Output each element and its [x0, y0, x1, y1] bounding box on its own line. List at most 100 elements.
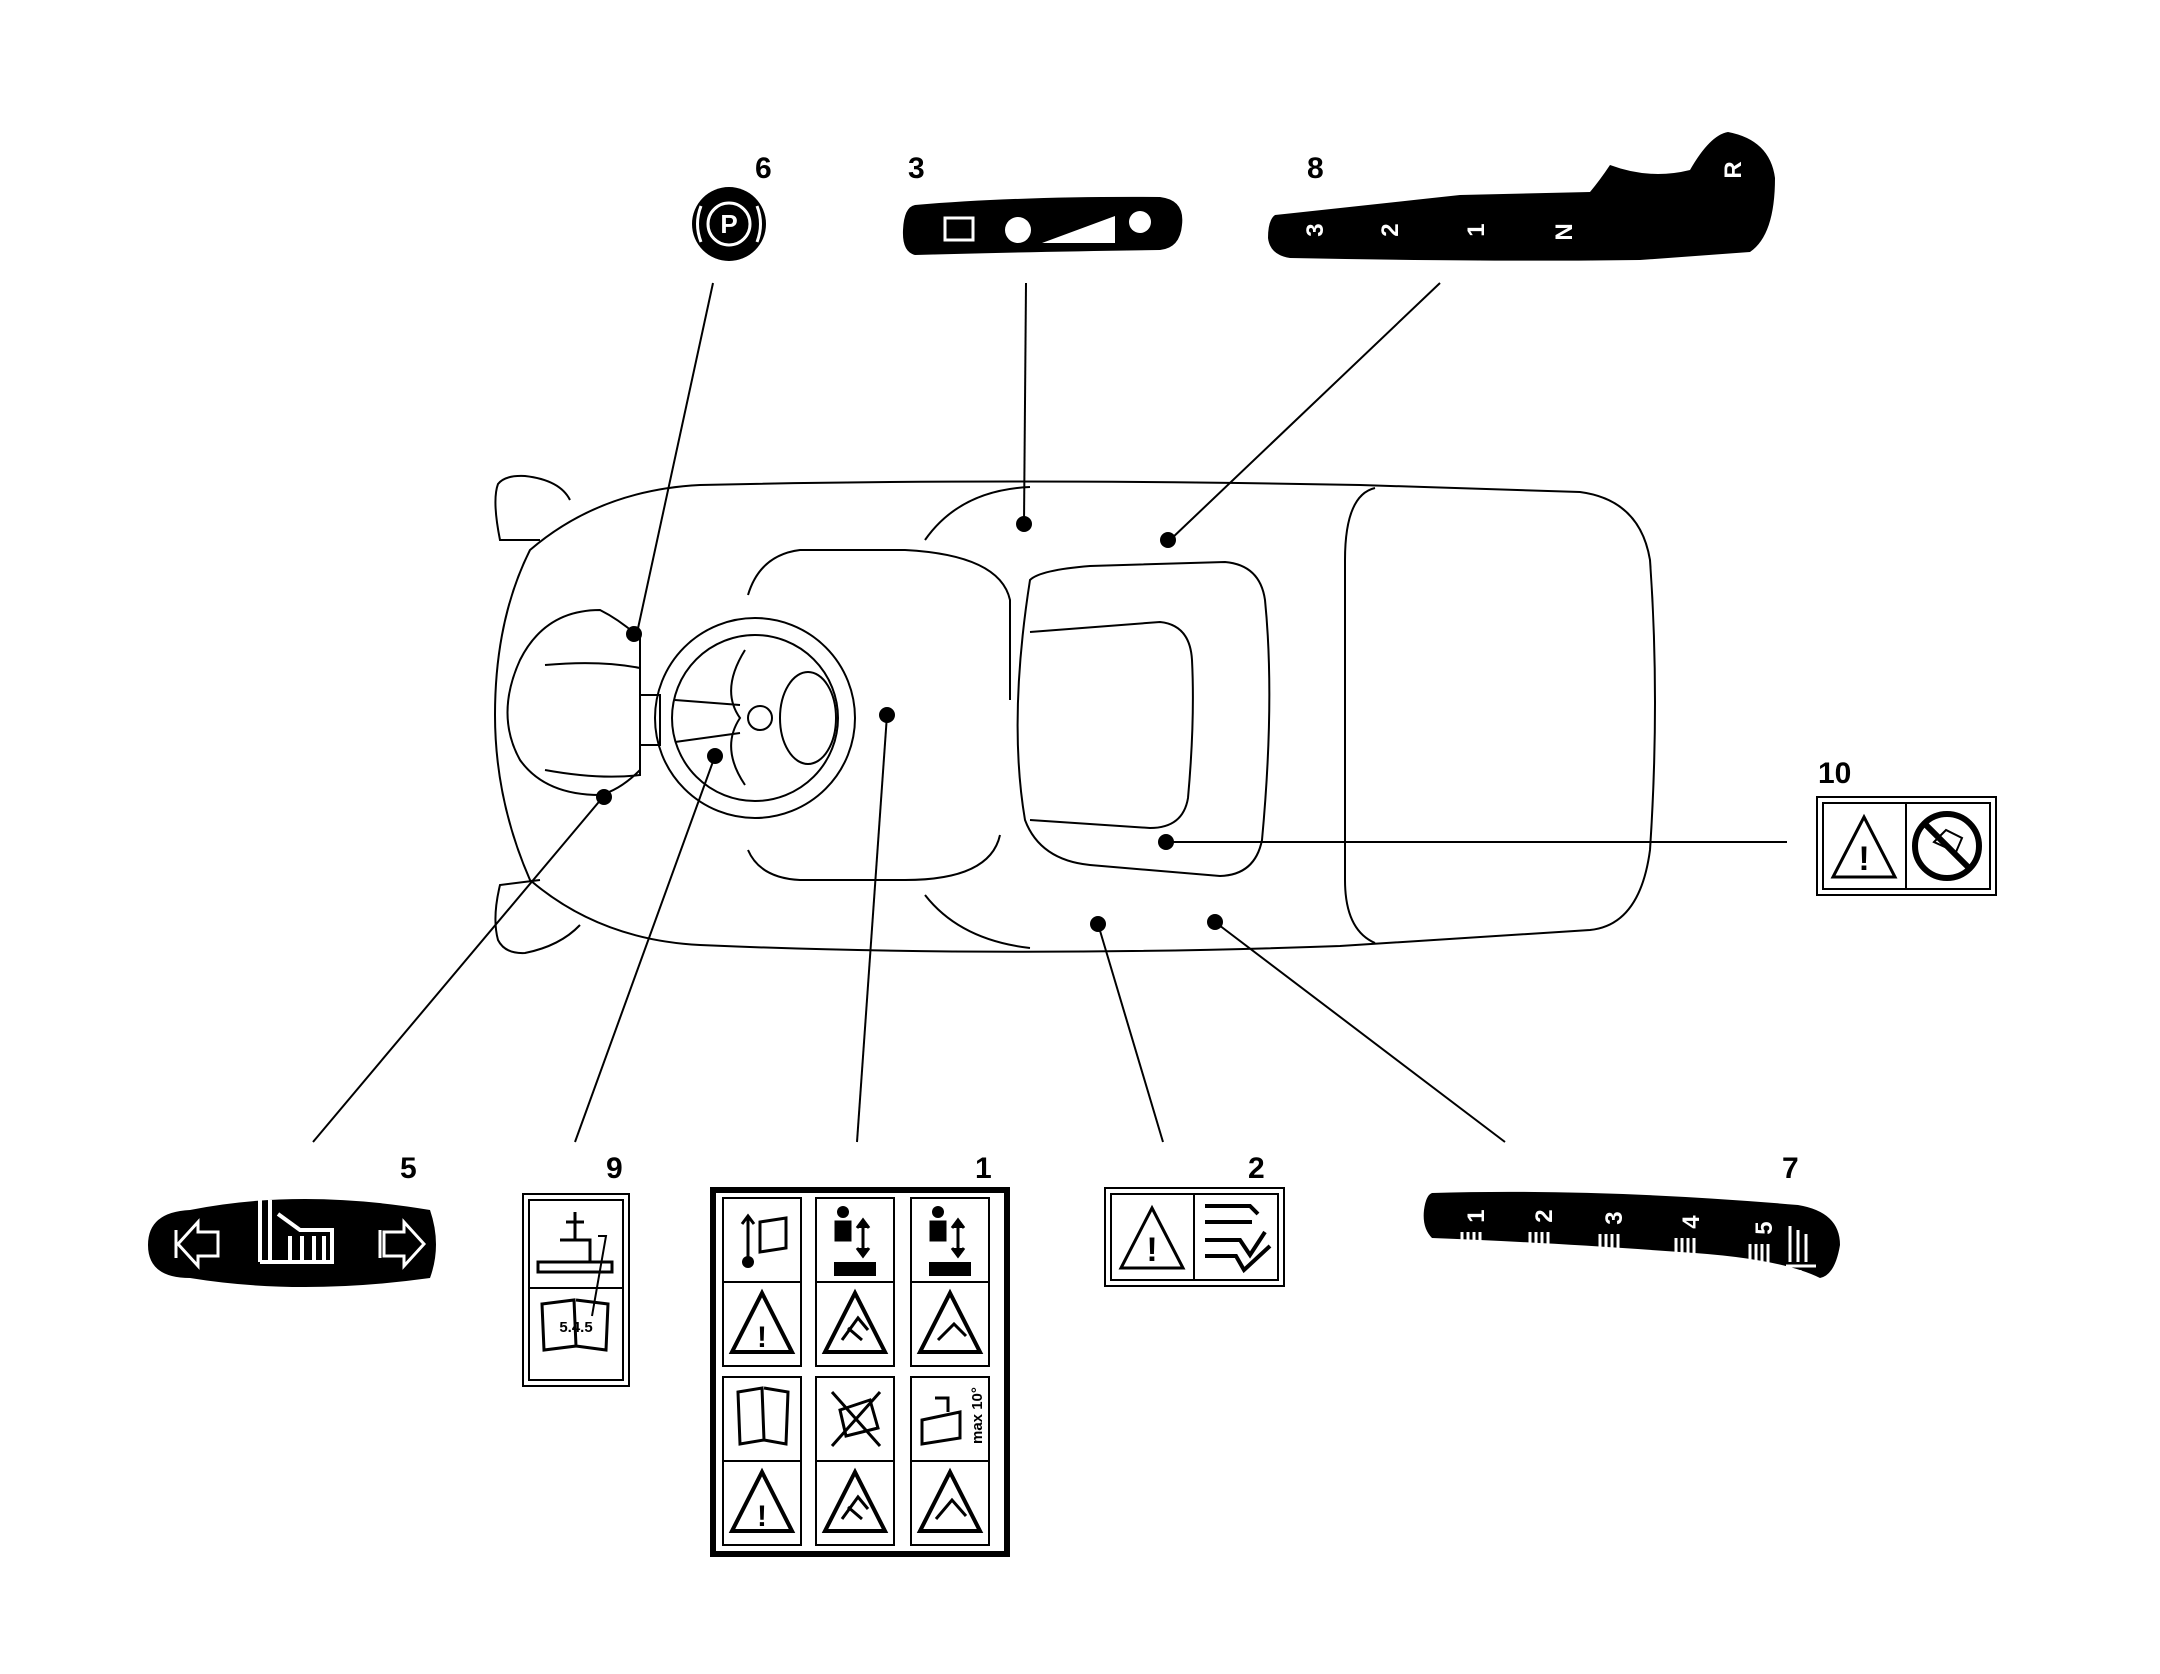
warning-triangle-5 [821, 1467, 889, 1533]
point-6 [626, 626, 642, 642]
hood-divider [1344, 487, 1376, 944]
decal-10-safety-warning: ! [1816, 796, 1997, 896]
hand-hazard-icon [1932, 828, 1964, 854]
console-neck [640, 694, 661, 746]
ground-block-icon-1 [834, 1262, 876, 1276]
seat-outer [1016, 560, 1271, 878]
callout-7: 7 [1782, 1152, 1799, 1185]
operator-head-icon-1 [837, 1206, 849, 1218]
leader-9 [574, 755, 716, 1143]
blade-hazard-icon-2 [840, 1494, 870, 1521]
height-position-3: 3 [1601, 1211, 1628, 1224]
key-icon [742, 1256, 754, 1268]
warning-triangle-2 [821, 1288, 889, 1354]
slope-limit-text: max 10° [969, 1387, 986, 1444]
gear-position-r: R [1720, 161, 1747, 178]
steering-wheel-hub [747, 705, 773, 731]
parking-brake-disc [692, 187, 766, 261]
height-position-5: 5 [1751, 1221, 1778, 1234]
callout-8: 8 [1307, 152, 1324, 185]
grass-height-bars [1460, 1232, 1770, 1264]
mower-deck-icon [536, 1212, 614, 1274]
attachment-points [596, 516, 1223, 932]
front-bumper-lower [494, 879, 581, 955]
height-position-1: 1 [1463, 1209, 1490, 1222]
mower-top-view [493, 474, 1656, 955]
hazard-triangle-icon [1118, 1204, 1186, 1270]
fender-lower [924, 894, 1031, 949]
point-9 [707, 748, 723, 764]
mower-body-outline [493, 480, 1656, 953]
decal-2-hand-hazard: ! [1104, 1187, 1285, 1287]
callout-5: 5 [400, 1152, 417, 1185]
read-manual-icon [736, 1386, 790, 1446]
leader-3 [1023, 282, 1027, 524]
cutting-height-decal-body [1423, 1191, 1840, 1278]
arrow-right-icon [382, 1218, 427, 1270]
gear-position-3: 3 [1302, 223, 1329, 236]
steering-console [506, 608, 641, 797]
leader-5 [312, 796, 604, 1143]
parking-brake-letter: P [720, 209, 737, 239]
warning-exclamation-1: ! [757, 1321, 767, 1354]
parking-brake-ring [706, 201, 752, 247]
operator-head-icon-2 [932, 1206, 944, 1218]
decal-3-throttle [902, 196, 1183, 255]
choke-icon [943, 216, 975, 242]
height-position-4: 4 [1678, 1215, 1705, 1229]
rollover-hazard-icon [934, 1497, 968, 1520]
prohibition-slash [1922, 821, 1972, 871]
operator-body-icon-2 [929, 1217, 966, 1259]
warning-triangle-icon [1830, 813, 1898, 879]
leader-6 [636, 282, 714, 634]
callout-numbers: 6 3 8 10 5 9 1 2 7 [400, 152, 1851, 1185]
parking-brake-arcs [696, 205, 762, 243]
hare-icon [1005, 217, 1031, 243]
ground-block-icon-2 [929, 1262, 971, 1276]
point-5 [596, 789, 612, 805]
point-10 [1158, 834, 1174, 850]
point-2 [1090, 916, 1106, 932]
hazard-exclamation-icon: ! [1146, 1231, 1157, 1269]
height-position-2: 2 [1531, 1209, 1558, 1222]
decal-1-safety-panel: ! max 10° ! [710, 1187, 1010, 1557]
decal-8-gear-selector: 3 2 1 N R [1268, 132, 1775, 261]
front-bumper-upper [494, 474, 571, 541]
steering-wheel-cap [779, 671, 837, 765]
decal-9-manual-reference: 5.4.5 [522, 1193, 630, 1387]
no-passenger-icon [830, 1391, 882, 1447]
gear-position-n: N [1551, 223, 1578, 240]
callout-2: 2 [1248, 1152, 1265, 1185]
seat-cushion [1029, 620, 1194, 830]
warning-triangle-4 [728, 1467, 796, 1533]
leader-lines [312, 282, 1787, 1143]
decal-7-cutting-height: 1 2 3 4 5 [1423, 1191, 1840, 1278]
point-3 [1016, 516, 1032, 532]
slope-operator-icon [920, 1396, 962, 1446]
gear-selector-decal-body [1268, 132, 1775, 261]
callout-6: 6 [755, 152, 772, 185]
fender-upper [924, 486, 1031, 541]
prohibition-icon [1912, 811, 1982, 881]
manual-section-text: 5.4.5 [559, 1319, 592, 1336]
leader-8 [1169, 282, 1441, 541]
callout-1: 1 [975, 1152, 992, 1185]
gear-position-2: 2 [1377, 223, 1404, 236]
book-icon [540, 1298, 610, 1352]
console-inner [544, 662, 641, 778]
steering-wheel-inner [671, 634, 839, 802]
point-7 [1207, 914, 1223, 930]
key-manual-icon [740, 1213, 788, 1262]
manual-decal-inner [528, 1199, 624, 1381]
warning-exclamation-4: ! [757, 1500, 767, 1533]
warning-exclamation-icon: ! [1858, 840, 1869, 878]
point-8 [1160, 532, 1176, 548]
steering-wheel-spokes [674, 649, 746, 786]
dashboard-pod [747, 549, 1011, 881]
grass-discharge-icon [258, 1196, 334, 1264]
decal-6-parking-brake: P [692, 187, 766, 261]
callout-10: 10 [1818, 757, 1851, 790]
height-adjust-icon [1786, 1226, 1816, 1278]
leader-1 [856, 714, 888, 1143]
